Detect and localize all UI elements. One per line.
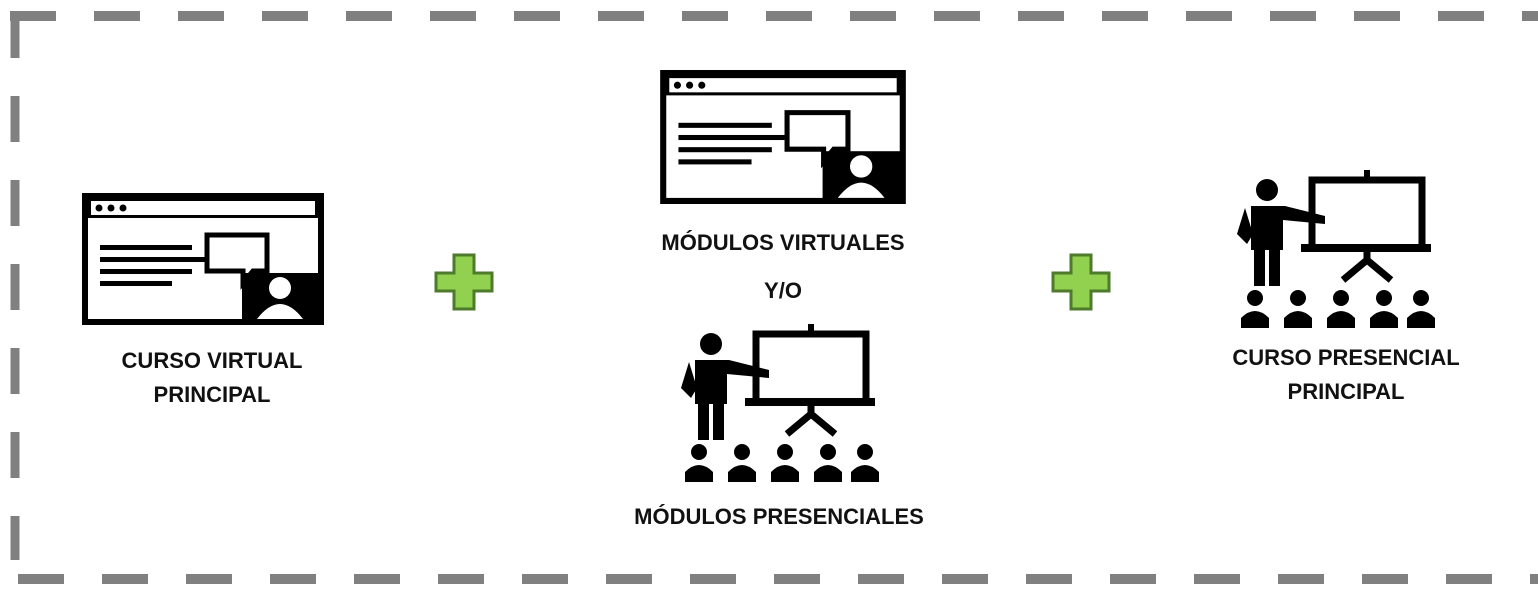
curso-virtual-label: CURSO VIRTUAL PRINCIPAL [52,344,372,412]
curso-virtual-label-line2: PRINCIPAL [153,382,271,407]
curso-presencial-label-line1: CURSO PRESENCIAL [1232,345,1460,370]
curso-presencial-label-line2: PRINCIPAL [1287,379,1405,404]
presentation-audience-icon [1237,170,1435,328]
curso-presencial-label: CURSO PRESENCIAL PRINCIPAL [1186,341,1506,409]
plus-icon [1051,253,1111,311]
y-o-connector: Y/O [764,278,802,303]
curso-virtual-label-line1: CURSO VIRTUAL [121,348,303,373]
virtual-course-icon [660,70,906,204]
presentation-audience-icon [681,324,879,482]
plus-icon [434,253,494,311]
virtual-course-icon [82,193,324,325]
modulos-presenciales-label: MÓDULOS PRESENCIALES [634,504,924,529]
modulos-virtuales-label: MÓDULOS VIRTUALES [661,230,905,255]
